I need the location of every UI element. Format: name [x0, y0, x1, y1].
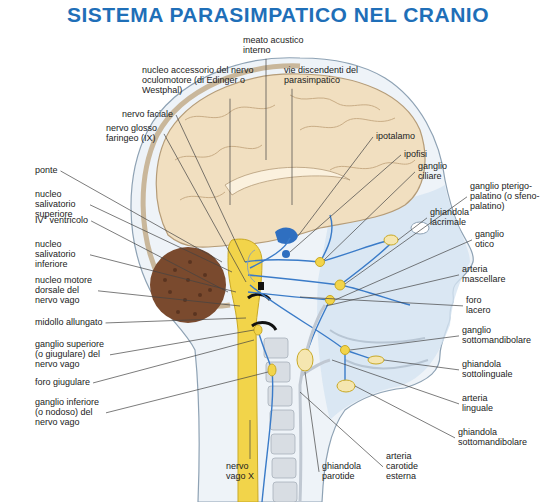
- hypothalamus: [275, 227, 298, 244]
- part-label: meato acustico interno: [243, 36, 305, 56]
- part-label: foro giugulare: [35, 378, 90, 388]
- leader-line: [250, 420, 251, 459]
- leader-line: [384, 360, 459, 370]
- part-label: nervo vago X: [226, 462, 266, 482]
- part-label: ganglio pterigo-palatino (o sfeno-palati…: [470, 182, 550, 212]
- leader-line: [106, 372, 268, 413]
- leader-line: [93, 340, 254, 383]
- diagram-title: SISTEMA PARASIMPATICO NEL CRANIO: [0, 3, 556, 27]
- part-label: ganglio superiore (o giugulare) del nerv…: [35, 340, 107, 370]
- part-label: nervo faciale: [122, 110, 173, 120]
- corpus-callosum: [225, 167, 350, 195]
- leader-line: [335, 240, 472, 300]
- part-label: IV° ventricolo: [35, 216, 88, 226]
- leader-line: [266, 59, 267, 160]
- part-label: ponte: [35, 166, 58, 176]
- part-label: arteria mascellare: [462, 265, 514, 285]
- head-outline: [131, 58, 473, 502]
- part-label: ganglio sottomandibolare: [462, 326, 542, 346]
- leader-line: [398, 218, 427, 240]
- part-label: ganglio otico: [475, 230, 515, 250]
- foramen-mark: [258, 282, 264, 290]
- leader-line: [350, 336, 459, 350]
- leader-line: [300, 297, 463, 306]
- leader-line: [355, 386, 455, 438]
- leader-line: [106, 318, 246, 323]
- part-label: ganglio inferiore (o nodoso) del nervo v…: [35, 398, 103, 428]
- leader-line: [176, 115, 245, 262]
- leader-line: [90, 255, 236, 292]
- part-label: nervo glosso faringeo (IX): [106, 124, 161, 144]
- part-label: ghiandola sottomandibolare: [458, 428, 538, 448]
- cerebellum-texture: [163, 260, 212, 316]
- parasympathetic-nerves: [245, 215, 410, 502]
- leader-line: [332, 360, 459, 404]
- leader-line: [326, 275, 459, 306]
- part-label: ipofisi: [404, 150, 427, 160]
- part-label: vie discendenti del parasimpatico: [284, 66, 374, 86]
- part-label: nucleo salivatorio inferiore: [35, 240, 87, 270]
- brain: [156, 74, 425, 247]
- part-label: foro lacero: [466, 296, 506, 316]
- leader-line: [290, 155, 401, 252]
- part-label: ghiandola sottolinguale: [462, 360, 524, 380]
- ganglia: [254, 258, 350, 377]
- leader-line: [305, 372, 319, 472]
- leader-line: [110, 330, 254, 355]
- leader-line: [292, 89, 293, 205]
- part-label: ghiandola lacrimale: [430, 208, 478, 228]
- part-label: ghiandola parotide: [322, 462, 372, 482]
- leader-line: [90, 205, 232, 272]
- leader-line: [324, 172, 415, 260]
- leader-line: [298, 137, 373, 236]
- hypophysis: [282, 250, 290, 258]
- part-label: ipotalamo: [376, 132, 415, 142]
- leader-line: [164, 134, 246, 282]
- glands: [297, 235, 398, 392]
- leader-line: [91, 221, 228, 292]
- part-label: arteria linguale: [462, 394, 514, 414]
- leader-line: [98, 291, 240, 306]
- part-label: nucleo accessorio del nervo oculomotore …: [142, 66, 270, 96]
- leader-line: [230, 99, 231, 205]
- part-label: nucleo motore dorsale del nervo vago: [35, 276, 95, 306]
- part-label: ganglio ciliare: [418, 162, 458, 182]
- brain-gyri: [175, 95, 415, 200]
- part-label: arteria carotide esterna: [386, 452, 438, 482]
- leader-line: [300, 392, 383, 467]
- ear: [248, 250, 256, 282]
- part-label: midollo allungato: [35, 318, 103, 328]
